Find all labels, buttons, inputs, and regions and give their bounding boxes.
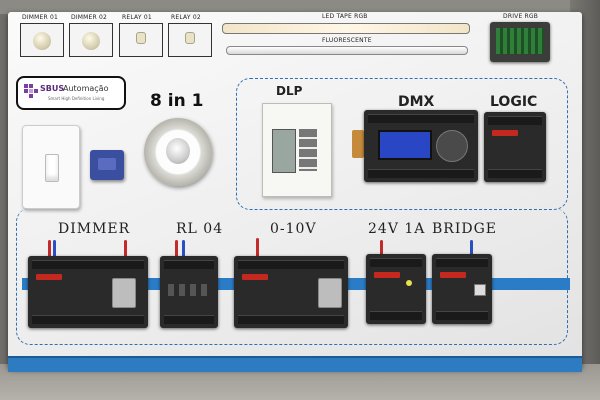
bulb-socket-icon <box>136 32 146 44</box>
sbus-logo: SBUS Automação Smart High Definition Liv… <box>16 76 126 110</box>
label-driver-rgb: DRIVE RGB <box>503 13 539 20</box>
relay-switches[interactable] <box>168 284 210 296</box>
dmx-module <box>364 110 478 182</box>
ethernet-port-icon[interactable] <box>474 284 486 296</box>
wire-red <box>256 238 259 258</box>
light-switch-toggle[interactable] <box>45 154 59 182</box>
wire-blue <box>182 240 185 258</box>
dashed-zone-lower <box>16 208 568 345</box>
dashed-zone-upper <box>236 78 568 210</box>
multisensor-8in1 <box>144 118 212 186</box>
logo-grid-icon <box>24 84 38 98</box>
power-led-icon <box>406 280 412 286</box>
dlp-panel <box>262 103 332 197</box>
sensor-dome-icon <box>166 138 190 164</box>
dmx-dpad[interactable] <box>436 130 468 162</box>
bulb-socket-icon <box>185 32 195 44</box>
bulb-icon <box>82 32 100 50</box>
dlp-screen <box>272 129 296 173</box>
lamp-frame-relay-02 <box>168 23 212 57</box>
label-bridge: BRIDGE <box>432 221 497 237</box>
wire-blue <box>53 240 56 258</box>
label-logic: LOGIC <box>490 94 538 110</box>
label-0-10v: 0-10V <box>270 221 317 237</box>
terminal-block <box>496 28 544 54</box>
board-blue-edge <box>8 356 582 372</box>
label-fluorescent: FLUORESCENTE <box>322 37 372 44</box>
logic-module <box>484 112 546 182</box>
background-wall <box>0 0 600 14</box>
label-dmx: DMX <box>398 94 435 110</box>
led-tape-strip <box>222 23 470 34</box>
wire-red <box>124 240 127 258</box>
bridge-module <box>432 254 492 324</box>
dmx-lcd <box>378 130 432 160</box>
lamp-frame-dimmer-02 <box>69 23 113 57</box>
label-relay-02: RELAY 02 <box>171 14 201 21</box>
light-switch-plate <box>22 125 80 209</box>
label-led-tape: LED TAPE RGB <box>322 13 368 20</box>
wire-red <box>175 240 178 258</box>
dlp-buttons[interactable] <box>299 129 317 171</box>
label-dimmer: DIMMER <box>58 221 131 237</box>
sensor-interface-module <box>90 150 124 180</box>
dimmer-module <box>28 256 148 328</box>
logo-tagline: Smart High Definition Living <box>48 96 105 101</box>
dimmer-buttons[interactable] <box>112 278 136 308</box>
wire-red <box>380 240 383 256</box>
label-dimmer-01: DIMMER 01 <box>22 14 59 21</box>
label-8in1: 8 in 1 <box>150 91 204 111</box>
label-24v: 24V 1A <box>368 221 426 237</box>
lamp-frame-dimmer-01 <box>20 23 64 57</box>
driver-rgb-module <box>490 22 550 62</box>
label-relay-01: RELAY 01 <box>122 14 152 21</box>
dmx-connector <box>352 130 364 158</box>
fluorescent-tube <box>226 46 468 55</box>
wire-blue <box>470 240 473 256</box>
relay-rl04-module <box>160 256 218 328</box>
label-rl04: RL 04 <box>176 221 224 237</box>
logo-suffix: Automação <box>63 84 109 93</box>
label-dlp: DLP <box>276 84 303 98</box>
label-dimmer-02: DIMMER 02 <box>71 14 108 21</box>
zero-ten-volt-module <box>234 256 348 328</box>
wire-red <box>48 240 51 258</box>
zero-ten-buttons[interactable] <box>318 278 342 308</box>
bulb-icon <box>33 32 51 50</box>
power-24v-module <box>366 254 426 324</box>
logo-brand: SBUS <box>40 84 65 93</box>
module-face <box>98 158 116 170</box>
lamp-frame-relay-01 <box>119 23 163 57</box>
